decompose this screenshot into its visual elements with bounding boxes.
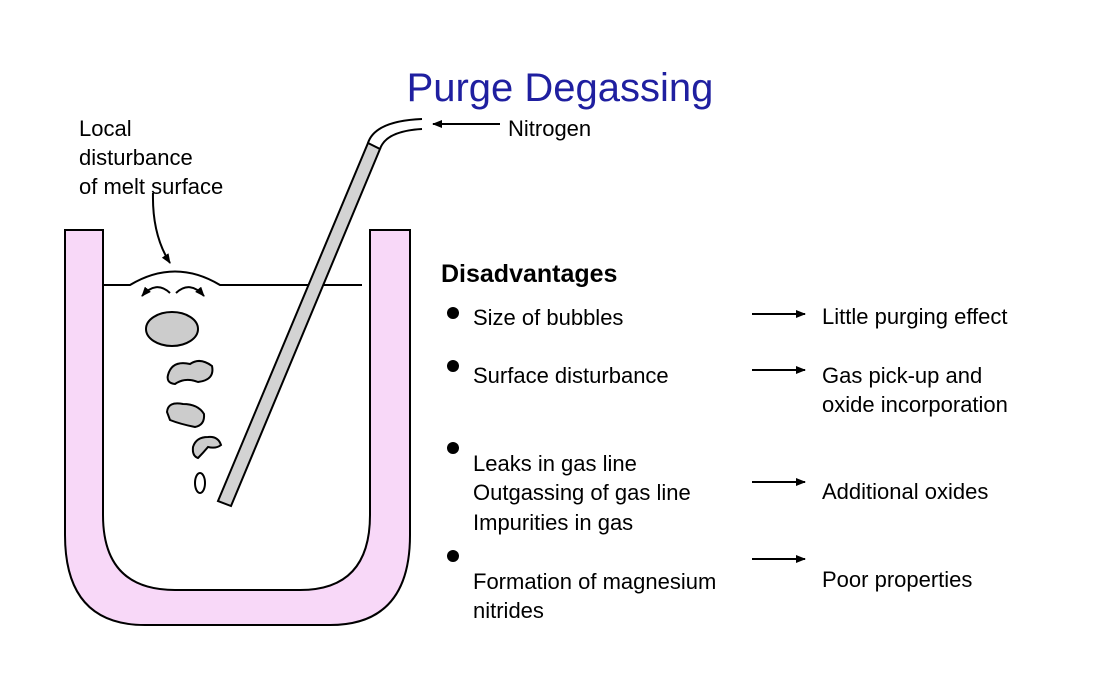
cause-4-line-2: nitrides — [473, 598, 544, 623]
effect-2-line-2: oxide incorporation — [822, 392, 1008, 417]
cause-3-line-1: Leaks in gas line — [473, 451, 637, 476]
bubble-large — [145, 311, 199, 347]
bullet-3 — [447, 442, 459, 454]
local-disturbance-label-line-2: disturbance — [79, 145, 193, 170]
bubble-irregular-2 — [165, 402, 206, 429]
gas-lance — [216, 141, 382, 508]
nitrogen-label: Nitrogen — [508, 116, 592, 141]
disadvantages-heading: Disadvantages — [441, 260, 618, 288]
effect-3: Additional oxides — [822, 479, 989, 504]
cause-4-line-1: Formation of magnesium — [473, 569, 717, 594]
disturbance-arrow-right — [175, 286, 205, 297]
crucible-wall — [64, 229, 411, 626]
cause-3-line-2: Outgassing of gas line — [473, 480, 691, 505]
disturbance-arrow-left — [141, 286, 171, 297]
effect-1: Little purging effect — [822, 304, 1008, 329]
effect-2-line-1: Gas pick-up and — [822, 363, 983, 388]
local-disturbance-label-line-1: Local — [79, 116, 132, 141]
bubble-irregular-1 — [166, 360, 214, 386]
bullet-4 — [447, 550, 459, 562]
page-title: Purge Degassing — [406, 66, 714, 110]
bubble-irregular-3 — [191, 435, 223, 460]
bubble-small — [194, 472, 206, 494]
cause-1: Size of bubbles — [473, 305, 624, 330]
cause-3-line-3: Impurities in gas — [473, 510, 634, 535]
melt-surface — [103, 270, 362, 286]
cause-2: Surface disturbance — [473, 363, 669, 388]
disturbance-pointer-arrow — [151, 192, 171, 264]
bullet-1 — [447, 307, 459, 319]
gas-lance-bend — [367, 118, 423, 150]
bullet-2 — [447, 360, 459, 372]
effect-4: Poor properties — [822, 567, 973, 592]
local-disturbance-label-line-3: of melt surface — [79, 174, 224, 199]
